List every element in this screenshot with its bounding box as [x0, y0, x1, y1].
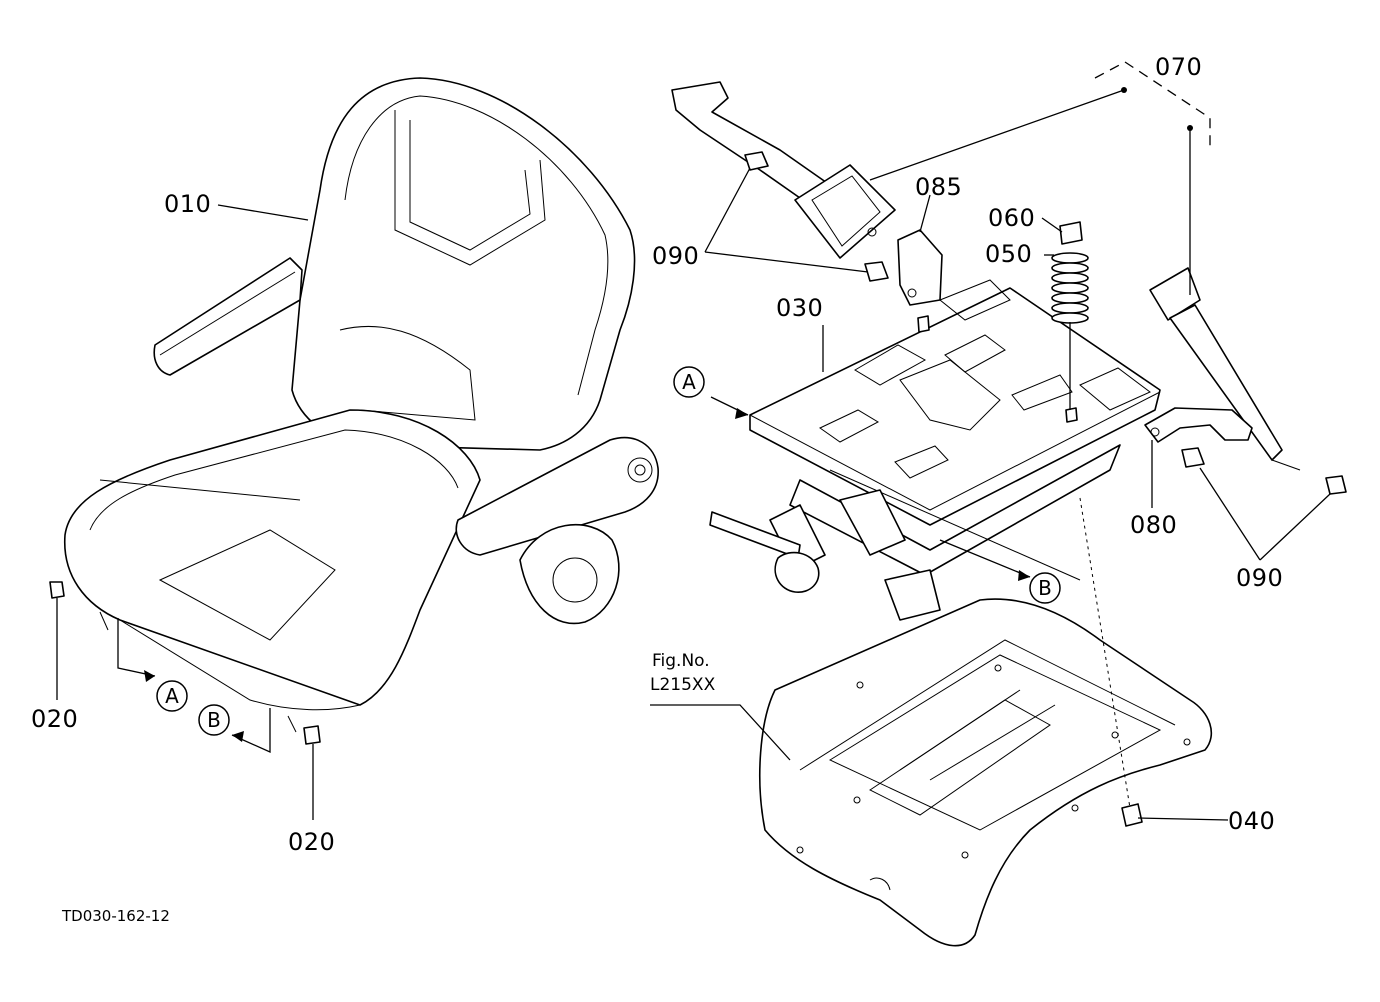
marker-a-left: A [156, 680, 188, 712]
label-010: 010 [164, 190, 211, 218]
label-020-right: 020 [288, 828, 335, 856]
drawing-code: TD030-162-12 [61, 907, 170, 925]
suspension-assembly [709, 229, 1253, 621]
hardware [744, 151, 1347, 827]
part-labels: 010 020 020 030 040 050 060 070 080 085 … [31, 53, 1283, 856]
label-090-left: 090 [652, 242, 699, 270]
floor-plate [759, 598, 1213, 947]
figure-reference: Fig.No. L215XX [650, 651, 716, 695]
label-030: 030 [776, 294, 823, 322]
label-080: 080 [1130, 511, 1177, 539]
label-040: 040 [1228, 807, 1275, 835]
label-060: 060 [988, 204, 1035, 232]
marker-b-right: B [1029, 572, 1061, 604]
section-markers: A B A B [156, 366, 1061, 736]
label-070: 070 [1155, 53, 1202, 81]
figure-ref-line2: L215XX [650, 675, 716, 695]
svg-text:A: A [682, 370, 696, 394]
seat-assembly [49, 77, 659, 745]
marker-b-left: B [198, 704, 230, 736]
svg-text:A: A [165, 684, 179, 708]
leader-lines [56, 61, 1331, 821]
label-050: 050 [985, 240, 1032, 268]
label-020-left: 020 [31, 705, 78, 733]
spring-050 [1051, 252, 1089, 324]
svg-text:B: B [1038, 576, 1052, 600]
figure-ref-line1: Fig.No. [652, 651, 710, 671]
label-090-right: 090 [1236, 564, 1283, 592]
marker-a-right: A [673, 366, 705, 398]
svg-text:B: B [207, 708, 221, 732]
seat-belt-assembly [671, 81, 1301, 471]
label-085: 085 [915, 173, 962, 201]
